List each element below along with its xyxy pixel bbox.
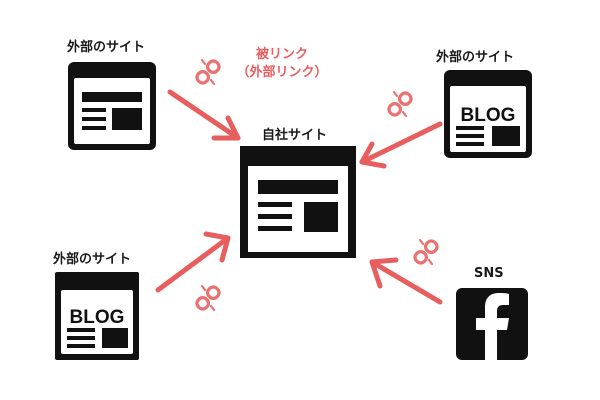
link-chain-icon-3 — [193, 283, 223, 313]
backlink-caption: 被リンク （外部リンク） — [228, 46, 336, 82]
external-site-label-1: 外部のサイト — [67, 40, 146, 55]
blog-text-2: BLOG — [70, 307, 125, 328]
link-chain-icon-1 — [193, 57, 223, 87]
own-site-label: 自社サイト — [262, 128, 328, 143]
blog-text: BLOG — [461, 105, 516, 126]
external-site-blog-icon-2 — [55, 272, 139, 360]
external-site-blog-icon — [444, 70, 532, 158]
arrow-icon-bottom-right — [369, 257, 443, 305]
arrow-icon-top-left — [167, 89, 241, 141]
facebook-icon — [456, 288, 528, 360]
external-site-webpage-icon — [68, 62, 156, 150]
arrow-icon-top-right — [359, 121, 443, 169]
sns-label: SNS — [474, 266, 504, 281]
link-chain-icon-4 — [411, 237, 441, 267]
arrow-icon-bottom-left — [155, 231, 231, 293]
own-site-webpage-icon — [240, 146, 356, 258]
backlink-title: 被リンク — [255, 47, 308, 62]
external-site-label-3: 外部のサイト — [53, 252, 132, 267]
external-site-label-2: 外部のサイト — [436, 50, 515, 65]
link-chain-icon-2 — [385, 89, 415, 119]
backlink-subtitle: （外部リンク） — [236, 65, 328, 80]
